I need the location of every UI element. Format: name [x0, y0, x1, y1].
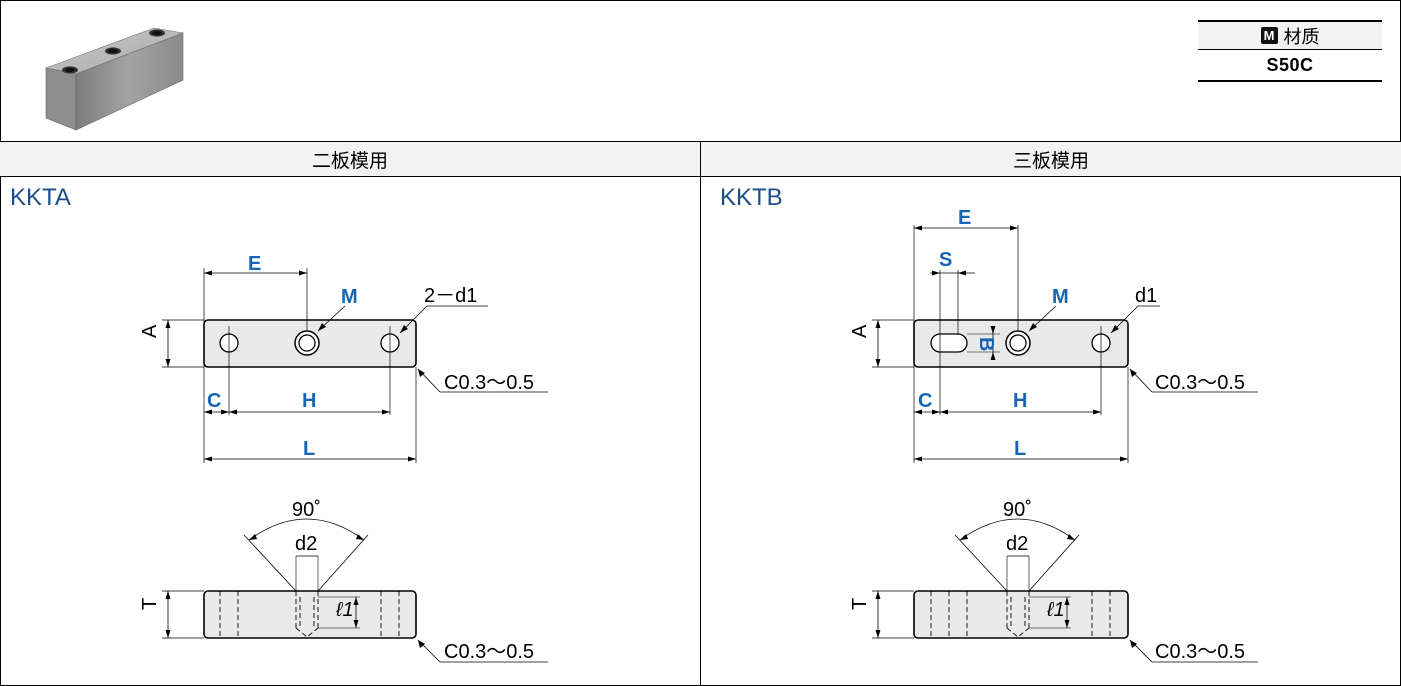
dim-e-b: E	[958, 207, 971, 229]
dim-s: S	[939, 249, 952, 271]
model-kktb: KKTB	[720, 184, 783, 211]
angle-label-b: 90˚	[1003, 499, 1032, 521]
material-header: M 材质	[1198, 20, 1382, 50]
dim-m-b: M	[1052, 286, 1069, 308]
dim-m: M	[341, 286, 358, 308]
column-header-left: 二板模用	[0, 141, 700, 177]
column-header-right: 三板模用	[701, 141, 1401, 177]
dim-c-b: C	[918, 390, 932, 412]
material-m-icon: M	[1260, 27, 1278, 44]
dim-h-b: H	[1013, 390, 1027, 412]
dim-c: C	[207, 390, 221, 412]
dim-t: T	[139, 598, 161, 610]
material-label: 材质	[1283, 26, 1320, 47]
material-table: M 材质 S50C	[1198, 20, 1382, 82]
dim-h: H	[302, 390, 316, 412]
dim-t-b: T	[849, 598, 871, 610]
l1-label-b: ℓ1	[1046, 599, 1065, 621]
d2-label-b: d2	[1006, 533, 1028, 555]
hole-label-b: d1	[1135, 285, 1157, 307]
d2-label: d2	[295, 533, 317, 555]
dim-a-b: A	[849, 324, 871, 338]
chamfer-label-side-b: C0.3～0.5	[1155, 641, 1245, 663]
kkta-drawing: E M 2－d1 A C H L C0.3～0.5 90˚ d2 T ℓ1 C0…	[139, 253, 548, 663]
dim-l-b: L	[1014, 438, 1026, 460]
angle-label: 90˚	[292, 499, 321, 521]
column-divider	[700, 141, 701, 686]
hole-label: 2－d1	[424, 285, 477, 307]
dim-a: A	[139, 324, 161, 338]
material-value: S50C	[1198, 50, 1382, 82]
dim-e: E	[248, 253, 261, 275]
chamfer-label-side: C0.3～0.5	[444, 641, 534, 663]
top-area: M 材质 S50C	[0, 0, 1401, 141]
chamfer-label: C0.3～0.5	[444, 372, 534, 394]
chamfer-label-b: C0.3～0.5	[1155, 372, 1245, 394]
model-kkta: KKTA	[10, 184, 71, 211]
product-image	[44, 27, 185, 131]
dim-l: L	[303, 438, 315, 460]
dim-b: B	[975, 337, 997, 351]
l1-label: ℓ1	[335, 599, 354, 621]
